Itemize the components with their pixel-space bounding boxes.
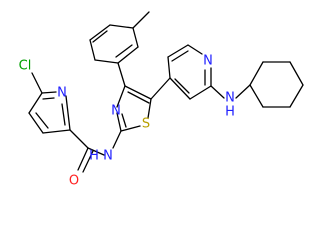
atom-label-o-carbonyl: O xyxy=(69,174,79,189)
atom-label-n-thiazole: N xyxy=(111,104,121,119)
bond-lines xyxy=(28,11,304,173)
atom-label-cl: Cl xyxy=(19,59,32,74)
atom-labels: Cl N O N H N S N N H xyxy=(19,54,235,189)
molecule-structure-drawing: Cl N O N H N S N N H xyxy=(19,11,304,189)
atom-label-n-pyridine: N xyxy=(203,54,213,69)
atom-label-s-thiazole: S xyxy=(142,117,150,132)
atom-label-n-chloropyridine: N xyxy=(57,86,67,101)
atom-label-n-amine: N xyxy=(225,91,235,106)
atom-label-n-amide: N xyxy=(103,149,113,164)
atom-label-h-amine: H xyxy=(225,105,235,120)
atom-label-h-amide: H xyxy=(89,149,99,164)
